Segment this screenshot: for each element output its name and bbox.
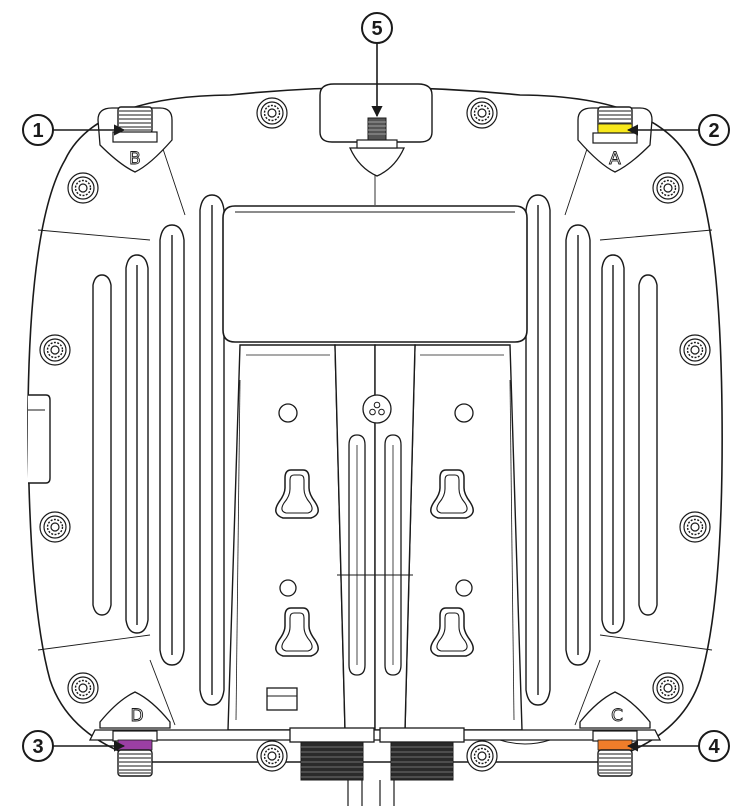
callout-2-number: 2 <box>708 120 719 142</box>
callout-3-number: 3 <box>32 736 43 758</box>
side-latch <box>28 394 51 484</box>
bracket-tab <box>266 687 298 711</box>
bottom-connector-strip <box>88 727 662 806</box>
antenna-port-a: A <box>577 106 653 173</box>
callout-5: 5 <box>361 12 393 118</box>
right-cooling-fins <box>525 194 658 706</box>
callout-4: 4 <box>626 730 730 762</box>
label-recess <box>222 205 528 343</box>
callout-3: 3 <box>22 730 126 762</box>
port-d-color-band <box>117 739 153 751</box>
callout-1: 1 <box>22 114 126 146</box>
antenna-port-c: C <box>579 691 651 777</box>
status-led-emblem <box>362 394 392 424</box>
ethernet-port-right <box>390 741 454 781</box>
ethernet-port-left <box>300 741 364 781</box>
port-c-color-band <box>597 739 633 751</box>
callout-1-number: 1 <box>32 120 43 142</box>
panel-seams <box>37 139 713 726</box>
bracket-holes <box>278 403 474 597</box>
callout-5-number: 5 <box>371 18 382 40</box>
bracket-center-slots <box>337 434 413 676</box>
port-letter-b: B <box>129 149 141 169</box>
port-letter-c: C <box>611 706 623 726</box>
antenna-port-b: B <box>97 106 173 173</box>
port-letter-d: D <box>130 706 143 726</box>
left-cooling-fins <box>92 194 225 706</box>
callout-4-number: 4 <box>708 736 720 758</box>
callout-2: 2 <box>626 114 730 146</box>
port-letter-a: A <box>609 149 621 169</box>
